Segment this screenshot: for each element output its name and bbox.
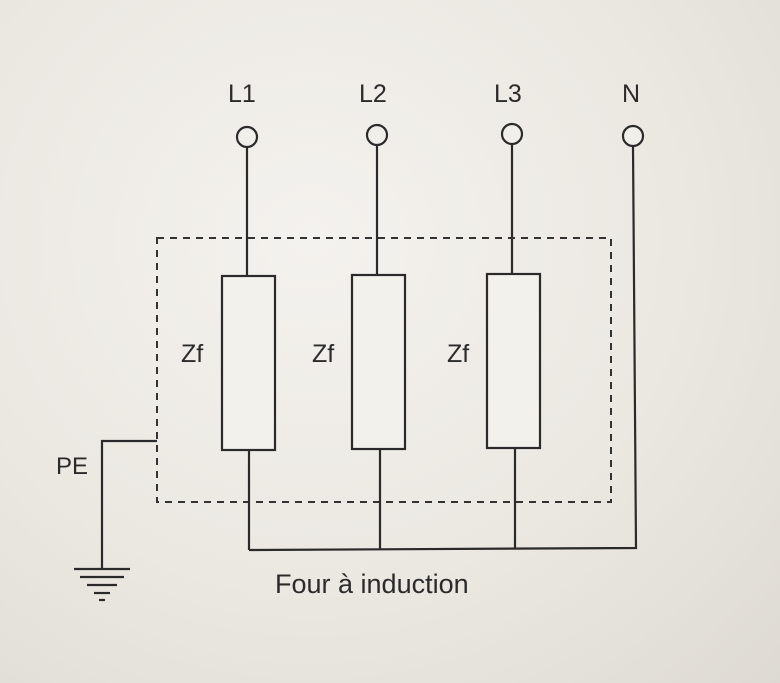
terminal-label-n: N bbox=[622, 80, 640, 108]
furnace-enclosure bbox=[156, 237, 612, 503]
impedance-zf-3 bbox=[485, 272, 542, 450]
impedance-label-1: Zf bbox=[181, 340, 203, 368]
earth-wire bbox=[100, 439, 157, 568]
impedance-label-3: Zf bbox=[447, 340, 469, 368]
impedance-zf-2 bbox=[350, 273, 407, 451]
neutral-return-bus bbox=[248, 145, 638, 552]
terminal-l3 bbox=[500, 122, 524, 146]
terminal-l2 bbox=[365, 123, 389, 147]
earth-label: PE bbox=[56, 453, 88, 480]
impedance-label-2: Zf bbox=[312, 340, 334, 368]
impedance-zf-1 bbox=[220, 274, 277, 452]
terminal-l1 bbox=[235, 125, 259, 149]
terminal-label-l2: L2 bbox=[359, 80, 387, 108]
terminal-n bbox=[621, 124, 645, 148]
diagram-caption: Four à induction bbox=[275, 569, 469, 599]
terminal-label-l3: L3 bbox=[494, 80, 522, 108]
terminal-label-l1: L1 bbox=[228, 80, 256, 108]
